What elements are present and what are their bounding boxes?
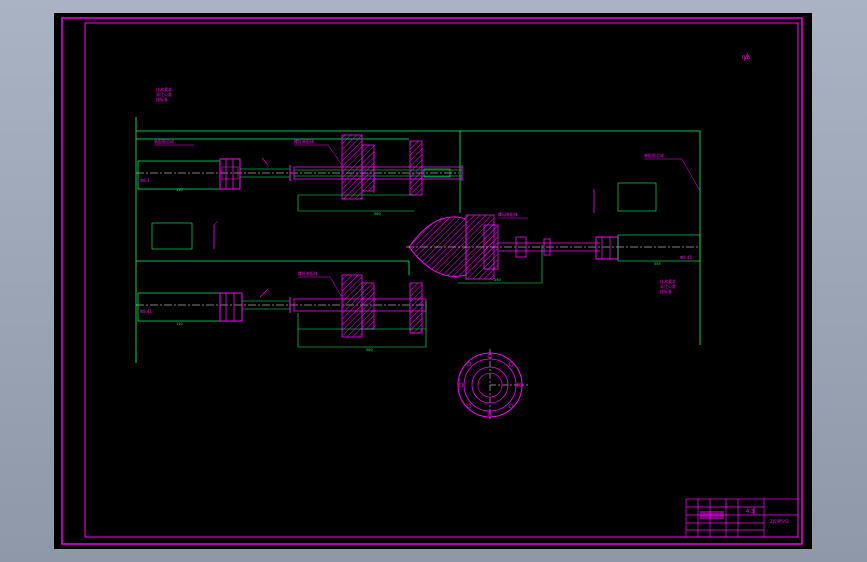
note-line: 未注公差 — [156, 91, 172, 97]
outer-frame — [61, 17, 803, 545]
right-callout: 装配图总成 — [644, 152, 664, 158]
lower-left-dim-text: 110 — [176, 322, 183, 326]
upper-left-dim-text: 110 — [176, 188, 183, 192]
title-scale-label: 4:3 — [746, 509, 754, 515]
roughness-mark: 0.8 — [742, 52, 750, 62]
corner-mark-text: 0.8 — [742, 55, 750, 61]
title-block — [685, 498, 799, 538]
upper-left-callout: 装配图总成 — [154, 138, 174, 144]
note-line: 按标准 — [156, 96, 168, 102]
drawing-canvas: 0.8 技术要求 未注公差 按标准 技术要求 未注公差 按标准 — [54, 13, 812, 549]
center-nut-assembly: 250 螺母装配体 Φ8.45 555 — [406, 211, 701, 284]
upper-side-label: Φ8.1 — [140, 178, 150, 183]
title-block-name: ZJ5PP5Y2 — [770, 519, 789, 524]
lower-mid-callout: 螺杆装配体 — [298, 270, 318, 276]
note-line: 技术要求 — [156, 86, 172, 92]
right-dim-text: 555 — [654, 262, 661, 266]
section-outline — [135, 117, 701, 363]
inner-frame — [84, 22, 799, 538]
upper-shaft-assembly: 560 110 Φ8.1 装配图总成 螺杆装配体 — [136, 134, 463, 216]
upper-mid-callout: 螺杆装配体 — [294, 138, 314, 144]
cad-drawing: 0.8 技术要求 未注公差 按标准 技术要求 未注公差 按标准 — [61, 17, 803, 545]
note-line: 技术要求 — [660, 278, 676, 284]
upper-dim-text: 560 — [374, 212, 381, 216]
lower-shaft-assembly: 560 110 Φ8.41 螺杆装配体 — [136, 270, 427, 352]
lower-side-label: Φ8.41 — [140, 309, 153, 314]
notes-top-left: 技术要求 未注公差 按标准 — [156, 86, 172, 102]
note-line: 按标准 — [660, 288, 672, 294]
right-callout-group: 装配图总成 — [593, 152, 701, 213]
detail-box-left — [151, 220, 219, 250]
flange-view — [457, 349, 528, 421]
notes-right: 技术要求 未注公差 按标准 — [660, 278, 676, 294]
right-side-label: Φ8.45 — [680, 255, 693, 260]
center-dim-text: 250 — [494, 278, 501, 282]
note-line: 未注公差 — [660, 283, 676, 289]
lower-dim-text: 560 — [366, 348, 373, 352]
center-callout: 螺母装配体 — [498, 211, 518, 217]
